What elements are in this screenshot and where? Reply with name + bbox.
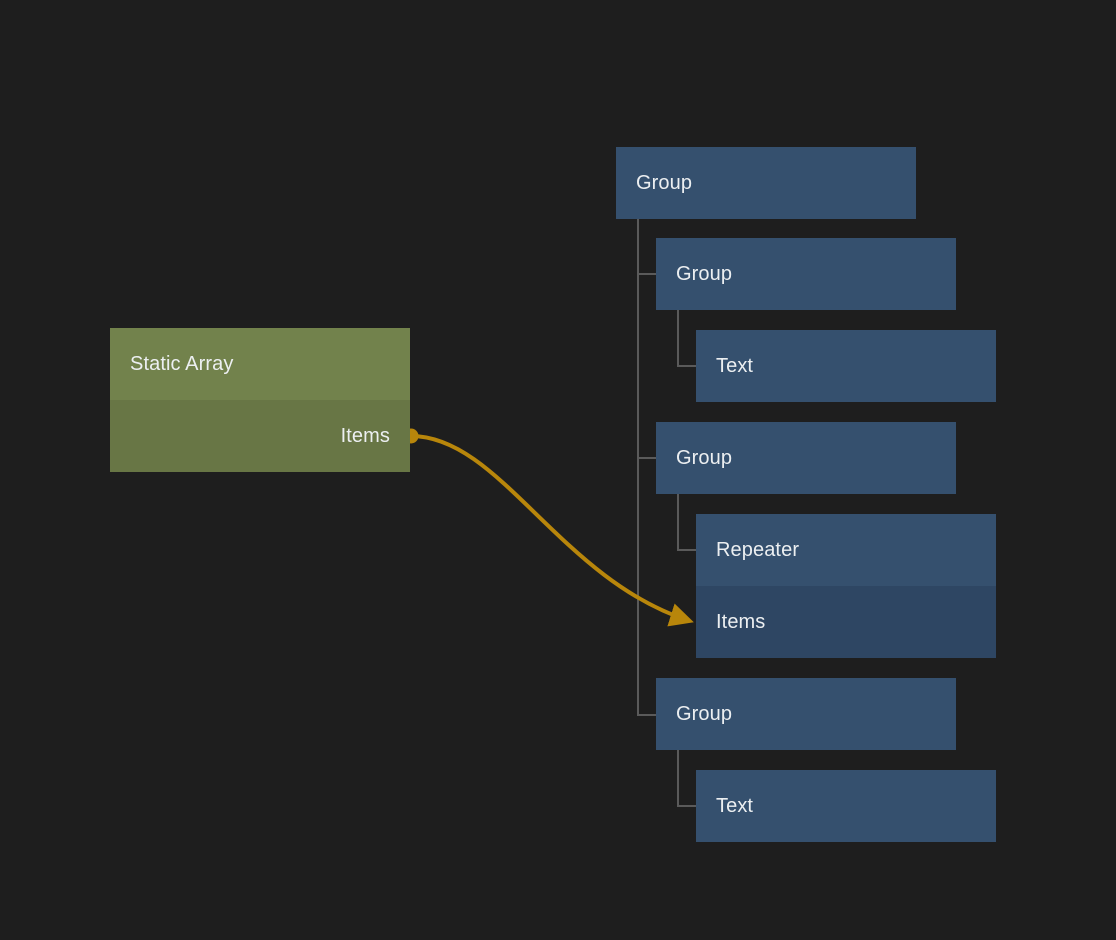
node-text-1[interactable]: Text — [696, 330, 996, 402]
node-group-3[interactable]: Group — [656, 678, 956, 750]
items-to-items-link — [410, 434, 694, 627]
node-group-1[interactable]: Group — [656, 238, 956, 310]
tree-trunk-group-3 — [677, 750, 679, 807]
node-repeater[interactable]: Repeater Items — [696, 514, 996, 658]
node-root-group-title: Group — [616, 147, 916, 219]
tree-trunk-group-2 — [677, 494, 679, 551]
node-static-array-title: Static Array — [110, 328, 410, 400]
node-group-3-title: Group — [656, 678, 956, 750]
tree-trunk-root — [637, 217, 639, 716]
node-text-2[interactable]: Text — [696, 770, 996, 842]
tree-trunk-group-1 — [677, 310, 679, 367]
node-group-1-title: Group — [656, 238, 956, 310]
node-repeater-port-items[interactable]: Items — [696, 586, 996, 658]
node-static-array-port-items[interactable]: Items — [110, 400, 410, 472]
node-repeater-title: Repeater — [696, 514, 996, 586]
node-root-group[interactable]: Group — [616, 147, 916, 219]
node-text-1-title: Text — [696, 330, 996, 402]
tree-branch-repeater — [677, 549, 697, 551]
tree-branch-group-2 — [637, 457, 657, 459]
tree-branch-group-1 — [637, 273, 657, 275]
tree-branch-text-2 — [677, 805, 697, 807]
tree-branch-text-1 — [677, 365, 697, 367]
node-group-2-title: Group — [656, 422, 956, 494]
node-group-2[interactable]: Group — [656, 422, 956, 494]
tree-branch-group-3 — [637, 714, 657, 716]
node-text-2-title: Text — [696, 770, 996, 842]
node-static-array[interactable]: Static Array Items — [110, 328, 410, 472]
